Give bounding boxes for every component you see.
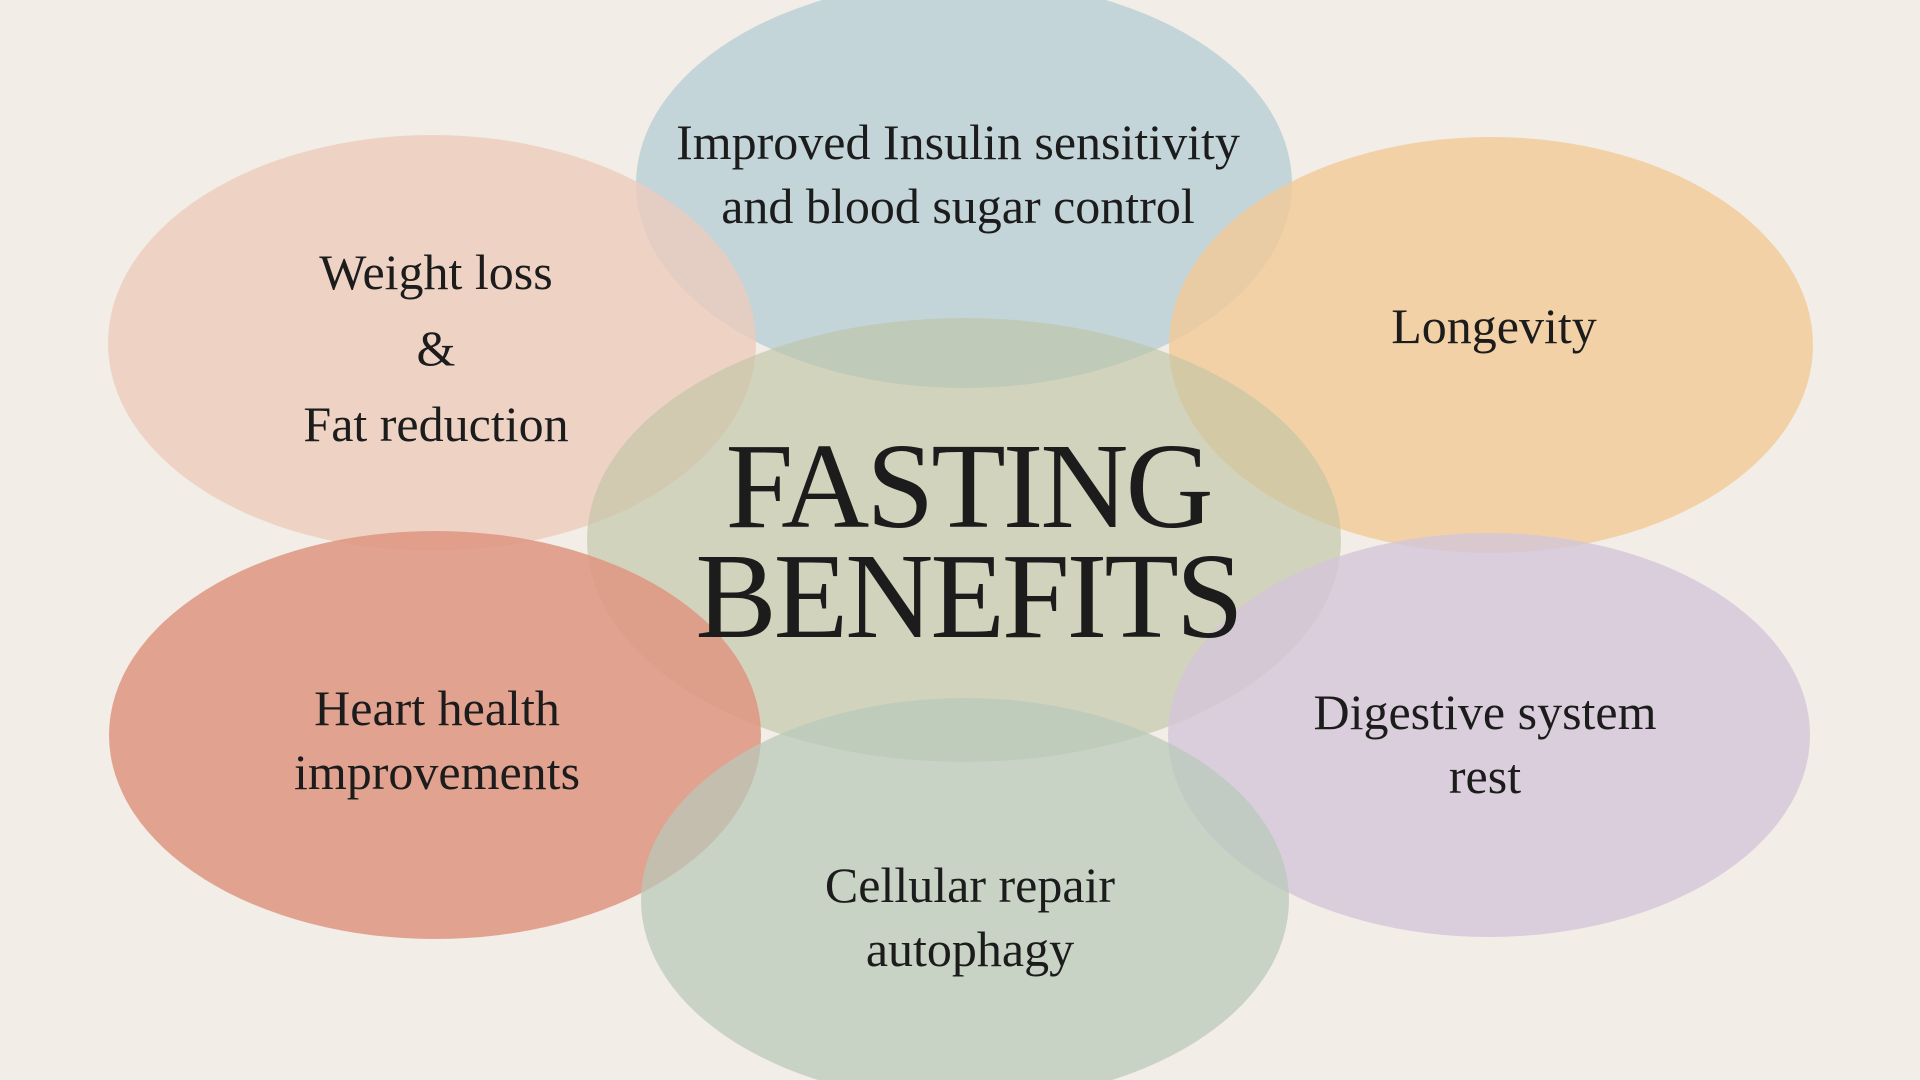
benefit-weight-line1: Weight loss xyxy=(319,244,553,300)
benefit-heart: Heart health improvements xyxy=(294,676,580,804)
benefit-insulin-line2: and blood sugar control xyxy=(721,178,1195,234)
title-line2: BENEFITS xyxy=(695,529,1243,664)
ellipse-weight xyxy=(108,135,756,551)
benefit-insulin: Improved Insulin sensitivity and blood s… xyxy=(676,110,1240,238)
benefit-heart-line2: improvements xyxy=(293,744,581,800)
benefit-weight: Weight loss & Fat reduction xyxy=(303,234,568,462)
benefit-insulin-line1: Improved Insulin sensitivity xyxy=(676,114,1240,170)
benefit-weight-line2: & xyxy=(416,320,456,376)
ellipse-cellular xyxy=(641,698,1289,1080)
benefit-cellular: Cellular repair autophagy xyxy=(825,853,1115,981)
ellipse-heart xyxy=(109,531,761,939)
benefit-heart-line1: Heart health xyxy=(314,680,560,736)
benefit-longevity-line1: Longevity xyxy=(1391,298,1597,354)
page-title: FASTING BENEFITS xyxy=(695,419,1243,664)
ellipse-digestive xyxy=(1168,533,1810,937)
benefit-cellular-line2: autophagy xyxy=(865,921,1075,977)
benefit-digestive: Digestive system rest xyxy=(1313,680,1656,808)
benefit-cellular-line1: Cellular repair xyxy=(824,857,1116,913)
benefit-weight-line3: Fat reduction xyxy=(303,396,569,452)
ellipse-longevity xyxy=(1169,137,1813,553)
ellipse-insulin xyxy=(636,0,1292,388)
benefit-longevity: Longevity xyxy=(1391,294,1597,358)
benefit-digestive-line2: rest xyxy=(1448,748,1522,804)
ellipse-center xyxy=(587,318,1341,762)
benefit-digestive-line1: Digestive system xyxy=(1313,684,1657,740)
title-line1: FASTING xyxy=(725,419,1213,554)
